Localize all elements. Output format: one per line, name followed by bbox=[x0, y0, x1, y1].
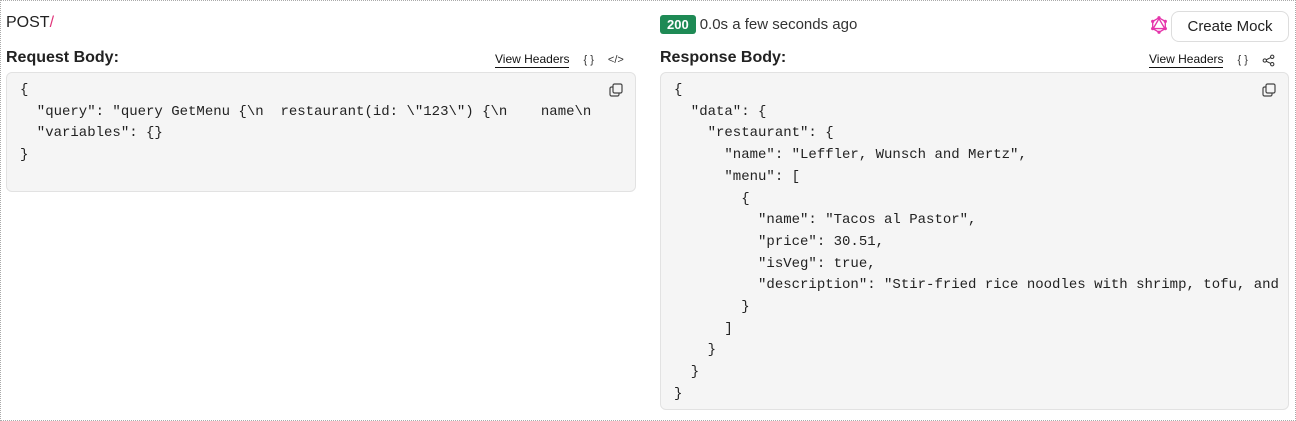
code-line: } bbox=[20, 147, 29, 164]
http-method: POST bbox=[6, 14, 50, 31]
response-view-headers-link[interactable]: View Headers bbox=[1149, 52, 1224, 68]
code-line: "name": "Leffler, Wunsch and Mertz", bbox=[674, 147, 1027, 164]
response-meta: 0.0s a few seconds ago bbox=[699, 16, 858, 33]
code-line: "query": "query GetMenu {\n restaurant(i… bbox=[20, 103, 592, 120]
code-icon[interactable]: </> bbox=[607, 54, 624, 66]
code-line: } bbox=[674, 364, 700, 381]
response-body-code[interactable]: { "data": { "restaurant": { "name": "Lef… bbox=[660, 72, 1289, 410]
response-code-text: { "data": { "restaurant": { "name": "Lef… bbox=[661, 73, 1288, 409]
format-json-icon[interactable]: { } bbox=[583, 54, 594, 66]
share-icon[interactable] bbox=[1262, 54, 1275, 67]
request-body-title: Request Body: bbox=[6, 49, 119, 66]
request-toolbar: View Headers { } </> bbox=[495, 52, 624, 68]
code-line: } bbox=[674, 299, 750, 316]
response-status: 200 0.0s a few seconds ago bbox=[660, 15, 857, 34]
status-badge: 200 bbox=[660, 15, 696, 34]
code-line: } bbox=[674, 385, 683, 402]
request-view-headers-link[interactable]: View Headers bbox=[495, 52, 570, 68]
code-line: { bbox=[674, 82, 683, 98]
create-mock-button[interactable]: Create Mock bbox=[1171, 11, 1289, 42]
response-toolbar: View Headers { } bbox=[1149, 52, 1275, 68]
graphql-icon[interactable] bbox=[1150, 16, 1168, 34]
code-line: "menu": [ bbox=[674, 168, 801, 185]
code-line: { bbox=[674, 190, 750, 207]
code-line: } bbox=[674, 342, 717, 359]
code-line: "name": "Tacos al Pastor", bbox=[674, 212, 977, 229]
format-json-icon[interactable]: { } bbox=[1237, 54, 1248, 66]
code-line: { bbox=[20, 82, 29, 98]
code-line: "price": 30.51, bbox=[674, 233, 885, 250]
request-path: / bbox=[49, 14, 55, 31]
copy-icon[interactable] bbox=[609, 83, 623, 97]
code-line: "variables": {} bbox=[20, 125, 163, 142]
copy-icon[interactable] bbox=[1262, 83, 1276, 97]
code-line: ] bbox=[674, 320, 733, 337]
request-line: POST/ bbox=[6, 14, 54, 32]
code-line: "description": "Stir-fried rice noodles … bbox=[674, 277, 1279, 294]
code-line: "restaurant": { bbox=[674, 125, 834, 142]
request-body-code[interactable]: { "query": "query GetMenu {\n restaurant… bbox=[6, 72, 636, 192]
code-line: "isVeg": true, bbox=[674, 255, 876, 272]
request-code-text: { "query": "query GetMenu {\n restaurant… bbox=[7, 73, 635, 174]
response-body-title: Response Body: bbox=[660, 49, 787, 66]
code-line: "data": { bbox=[674, 103, 767, 120]
